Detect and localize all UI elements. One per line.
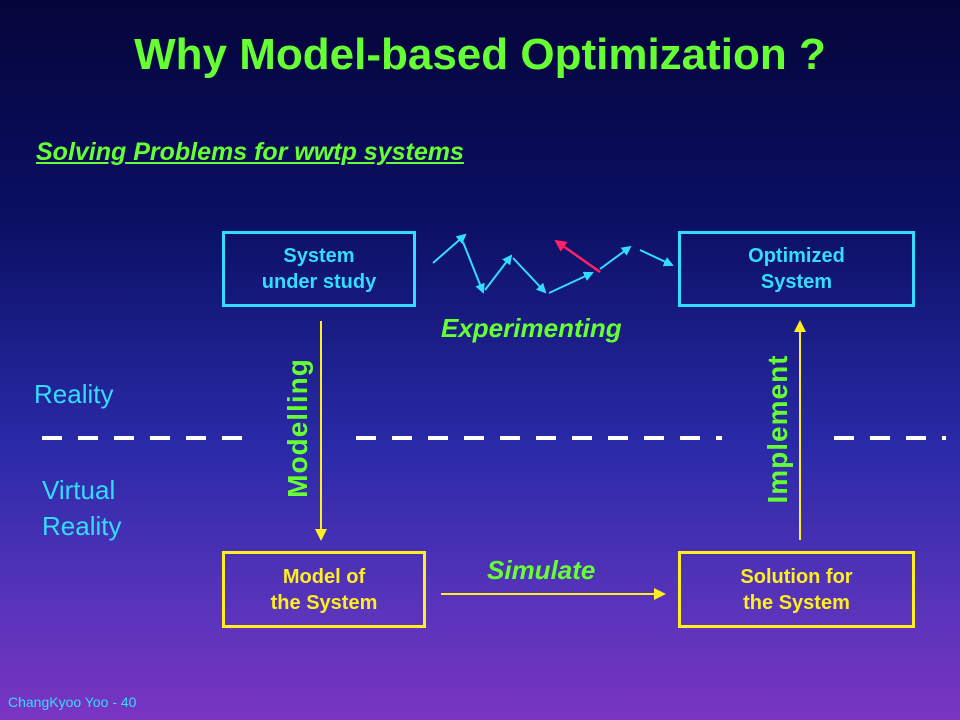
experiment-arrow (462, 241, 485, 294)
box-line: the System (270, 591, 378, 614)
experiment-arrow-rejected (554, 239, 601, 274)
virtual-reality-label: Virtual Reality (42, 472, 121, 544)
virtual-reality-line: Reality (42, 511, 122, 541)
box-line: System (283, 245, 355, 267)
optimized-system-box: Optimized System (678, 231, 915, 307)
experiment-arrow (639, 249, 674, 267)
footer-credit: ChangKyoo Yoo - 40 (8, 694, 137, 710)
virtual-reality-line: Virtual (42, 475, 116, 505)
modelling-label: Modelling (282, 358, 313, 498)
box-line: Model of (282, 565, 366, 588)
box-line: Solution for (740, 565, 853, 588)
experiment-arrow (599, 245, 632, 270)
subtitle: Solving Problems for wwtp systems (36, 138, 464, 166)
experiment-arrow (512, 257, 547, 294)
page-title: Why Model-based Optimization ? (134, 30, 826, 79)
experimenting-label: Experimenting (441, 313, 622, 343)
simulate-label: Simulate (487, 555, 596, 585)
solution-for-system-box: Solution for the System (678, 551, 915, 628)
experiment-arrow (432, 233, 467, 264)
implement-label: Implement (762, 354, 793, 504)
model-of-system-box: Model of the System (222, 551, 426, 628)
box-line: under study (261, 271, 377, 293)
reality-label: Reality (34, 379, 114, 409)
box-line: System (760, 271, 833, 293)
experiment-arrow (548, 271, 594, 294)
box-line: the System (743, 591, 850, 614)
box-line: Optimized (748, 245, 845, 267)
system-under-study-box: System under study (222, 231, 416, 307)
experiment-arrow (484, 254, 513, 291)
